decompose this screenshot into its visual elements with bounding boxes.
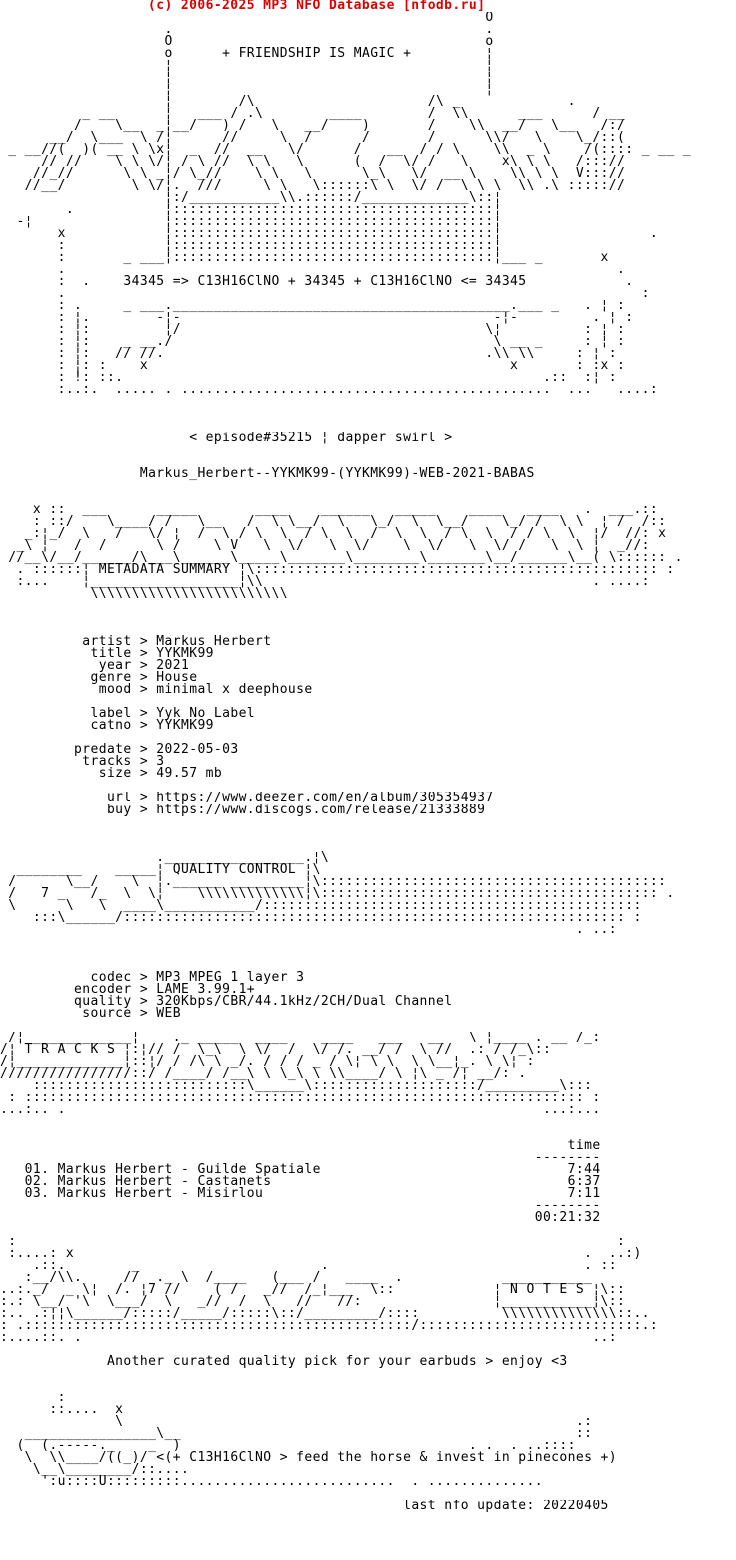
notes-message: Another curated quality pick for your ea… [106, 1354, 568, 1369]
top-ascii-art: O . . O o o + FRIENDSHIP IS MAGIC + ¦ [8, 12, 692, 397]
tracks-banner-art: /¦_____________¦ ._ _____ ____ ____ ___ … [0, 1032, 601, 1117]
metadata-fields: artist > Markus Herbert title > YYKMK99 … [74, 634, 313, 781]
copyright-header[interactable]: (c) 2006-2025 MP3 NFO Database [nfodb.ru… [148, 0, 486, 12]
quality-fields: codec > MP3 MPEG 1 layer 3 encoder > LAM… [74, 970, 453, 1021]
notes-art: : : :....: x . ..:) .::. _ . [0, 1236, 659, 1344]
quality-control-art: ._________________.¦\ ________ _____¦ QU… [8, 850, 675, 936]
episode-line: < episode#35215 ¦ dapper swirl > [0, 432, 453, 444]
discogs-buy-line[interactable]: buy > https://www.discogs.com/release/21… [0, 804, 486, 816]
deezer-url-line[interactable]: url > https://www.deezer.com/en/album/30… [0, 792, 494, 804]
nfo-update-line: last nfo update: 20220405 [403, 1500, 609, 1513]
horse-art: : ::.... x \ .: ________________\__ :: (… [16, 1392, 617, 1489]
release-name: Markus_Herbert--YYKMK99-(YYKMK99)-WEB-20… [139, 466, 535, 481]
metadata-summary-art: x :: ___ _____ ____ ______ _____ ____ __… [8, 504, 683, 600]
tracklist: time -------- 01. Markus Herbert - Guild… [24, 1138, 601, 1225]
